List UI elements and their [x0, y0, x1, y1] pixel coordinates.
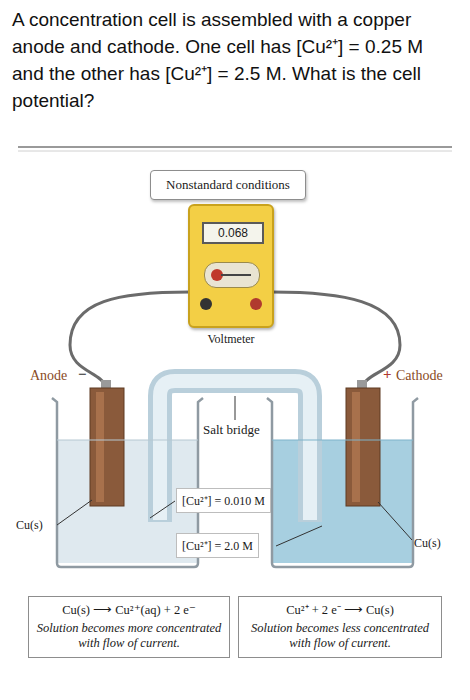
polarity-sign: −: [78, 366, 87, 383]
salt-bridge-label: Salt bridge: [201, 422, 262, 438]
box-text: Cu²⁺ + 2 e⁻ ⟶ Cu(s): [245, 603, 435, 618]
box-note: Solution becomes more concentrated with …: [35, 621, 223, 651]
salt-bridge-inner: [160, 381, 310, 520]
separator-line: [18, 146, 452, 148]
box-text: Voltmeter: [188, 332, 274, 347]
concentration-label: [Cu²⁺] = 0.010 M: [176, 488, 271, 513]
box-text: [Cu²⁺] = 0.010 M: [182, 492, 265, 509]
half-reaction-box: Cu²⁺ + 2 e⁻ ⟶ Cu(s) Solution becomes less…: [238, 596, 442, 658]
voltmeter-needle: [221, 274, 251, 276]
box-note: Solution becomes less concentrated with …: [245, 621, 435, 651]
box-text: Cu(s) ⟶ Cu²⁺(aq) + 2 e⁻: [35, 603, 223, 618]
beaker: [267, 398, 418, 567]
concentration-label: [Cu²⁺] = 2.0 M: [176, 533, 259, 558]
salt-bridge: [160, 381, 310, 522]
cathode-label: Cathode: [396, 368, 443, 384]
voltmeter-dial: [204, 262, 260, 288]
condition-box: Nonstandard conditions: [150, 170, 306, 200]
separator-line: [18, 151, 452, 152]
question-text: A concentration cell is assembled with a…: [12, 6, 458, 114]
box-text: 0.068: [204, 226, 262, 240]
leader-line: [57, 500, 92, 525]
box-text: [Cu²⁺] = 2.0 M: [182, 537, 253, 554]
voltmeter-display: 0.068: [202, 222, 264, 244]
box-text: Nonstandard conditions: [155, 177, 301, 193]
terminal: [200, 298, 212, 310]
copper-electrode: [346, 388, 380, 506]
liquid-surface: [57, 440, 198, 441]
leader-line: [150, 501, 175, 518]
voltmeter: 0.068Voltmeter: [188, 204, 274, 347]
electrode-shine: [352, 392, 360, 502]
electrode-shine: [96, 392, 104, 502]
liquid-surface: [272, 440, 413, 441]
leader-line: [276, 526, 322, 546]
polarity-sign: +: [383, 366, 392, 383]
half-reaction-box: Cu(s) ⟶ Cu²⁺(aq) + 2 e⁻ Solution becomes …: [28, 596, 230, 658]
copper-electrode: [90, 388, 124, 506]
electrode-label: Cu(s): [16, 518, 43, 533]
electrode-label: Cu(s): [414, 536, 441, 551]
terminal: [250, 298, 262, 310]
concentrated-solution: [272, 440, 413, 563]
anode-label: Anode: [30, 368, 67, 384]
leader-line: [378, 502, 412, 540]
leader-line: [235, 396, 236, 420]
voltmeter-body: 0.068: [188, 204, 274, 328]
